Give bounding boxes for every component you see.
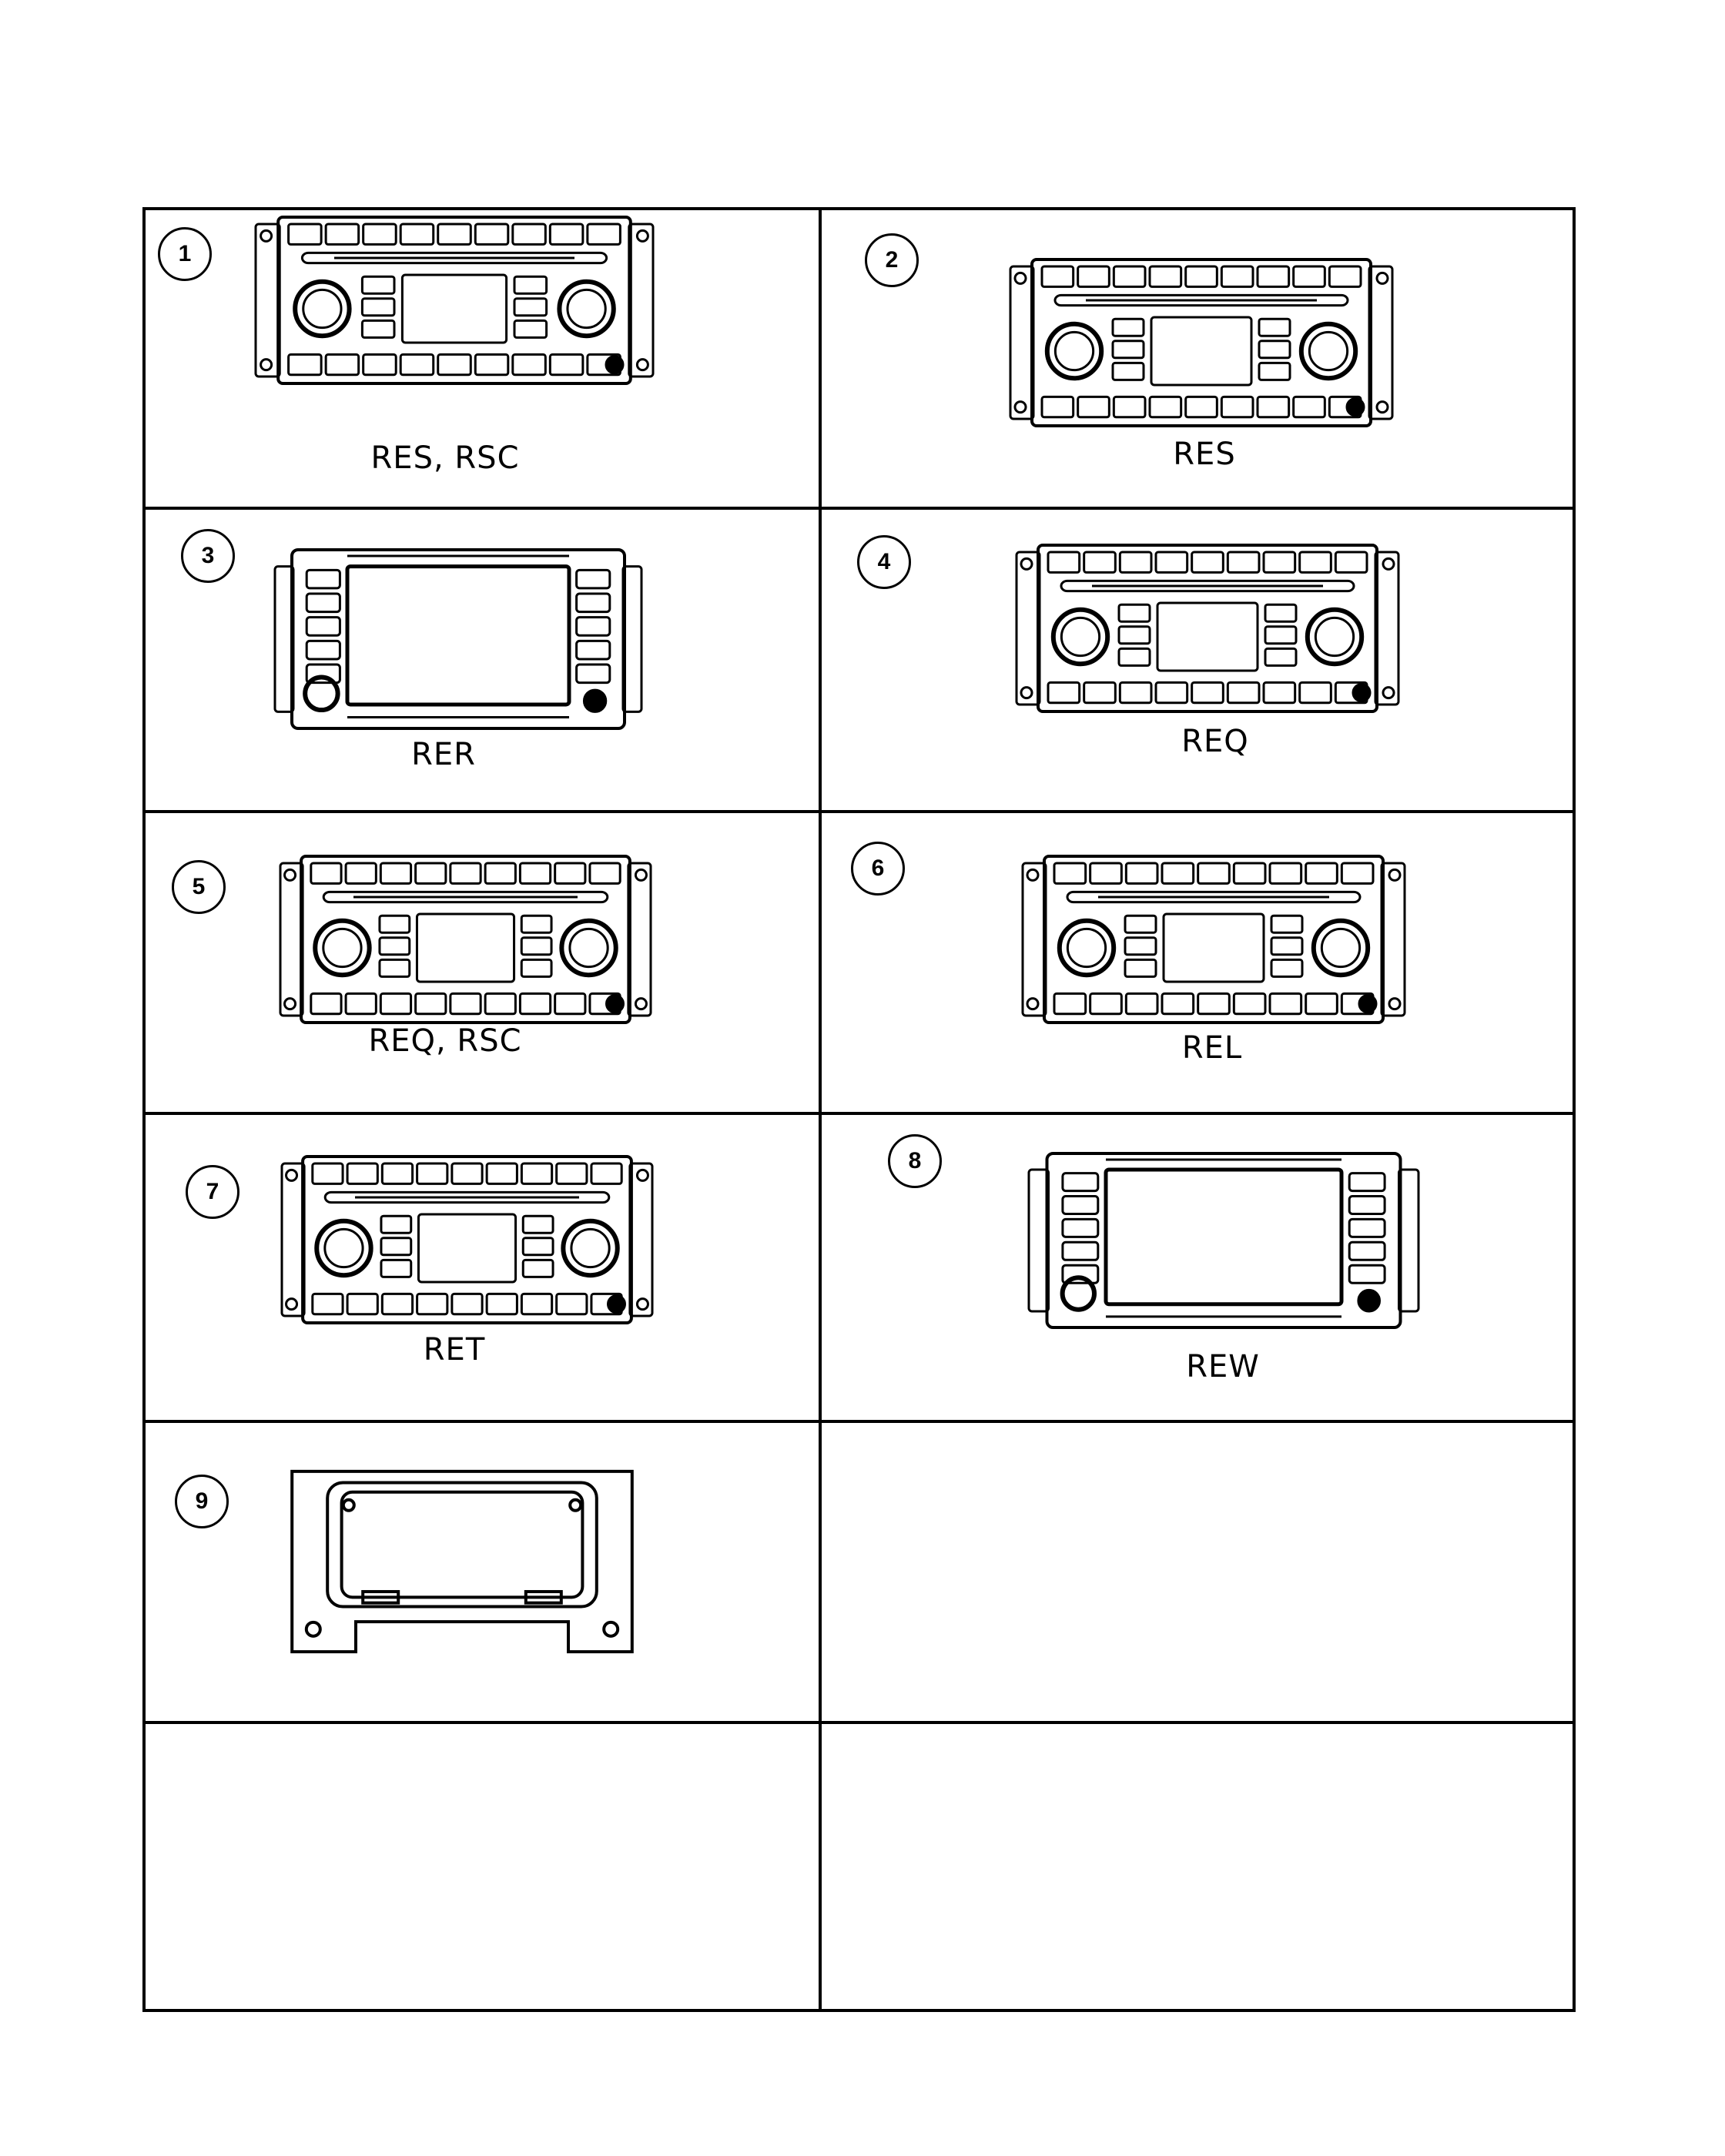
callout-number: 3 [181,529,235,583]
radio-unit-illustration [273,548,643,730]
callout-number: 4 [857,535,911,589]
radio-code-caption: REQ [1181,724,1249,759]
mounting-bracket-illustration [290,1469,634,1654]
callout-number: 5 [172,860,226,914]
callout-number: 8 [888,1134,942,1188]
callout-number: 1 [158,227,212,281]
radio-unit-illustration [1027,1152,1420,1329]
radio-unit-illustration [1021,855,1406,1024]
radio-code-caption: RET [423,1332,486,1368]
callout-number: 2 [865,233,919,287]
radio-unit-illustration [1015,544,1400,713]
radio-unit-illustration [254,216,655,385]
radio-unit-illustration [280,1155,654,1324]
radio-unit-illustration [279,855,652,1024]
radio-code-caption: RES [1173,437,1236,472]
radio-code-caption: REL [1181,1030,1243,1066]
callout-number: 7 [186,1165,239,1219]
radio-code-caption: REW [1186,1349,1260,1384]
callout-number: 6 [851,842,905,896]
radio-unit-illustration [1009,258,1394,427]
callout-number: 9 [175,1475,229,1528]
radio-code-caption: RER [411,737,476,772]
radio-code-caption: RES, RSC [370,440,520,476]
radio-code-caption: REQ, RSC [368,1023,522,1059]
